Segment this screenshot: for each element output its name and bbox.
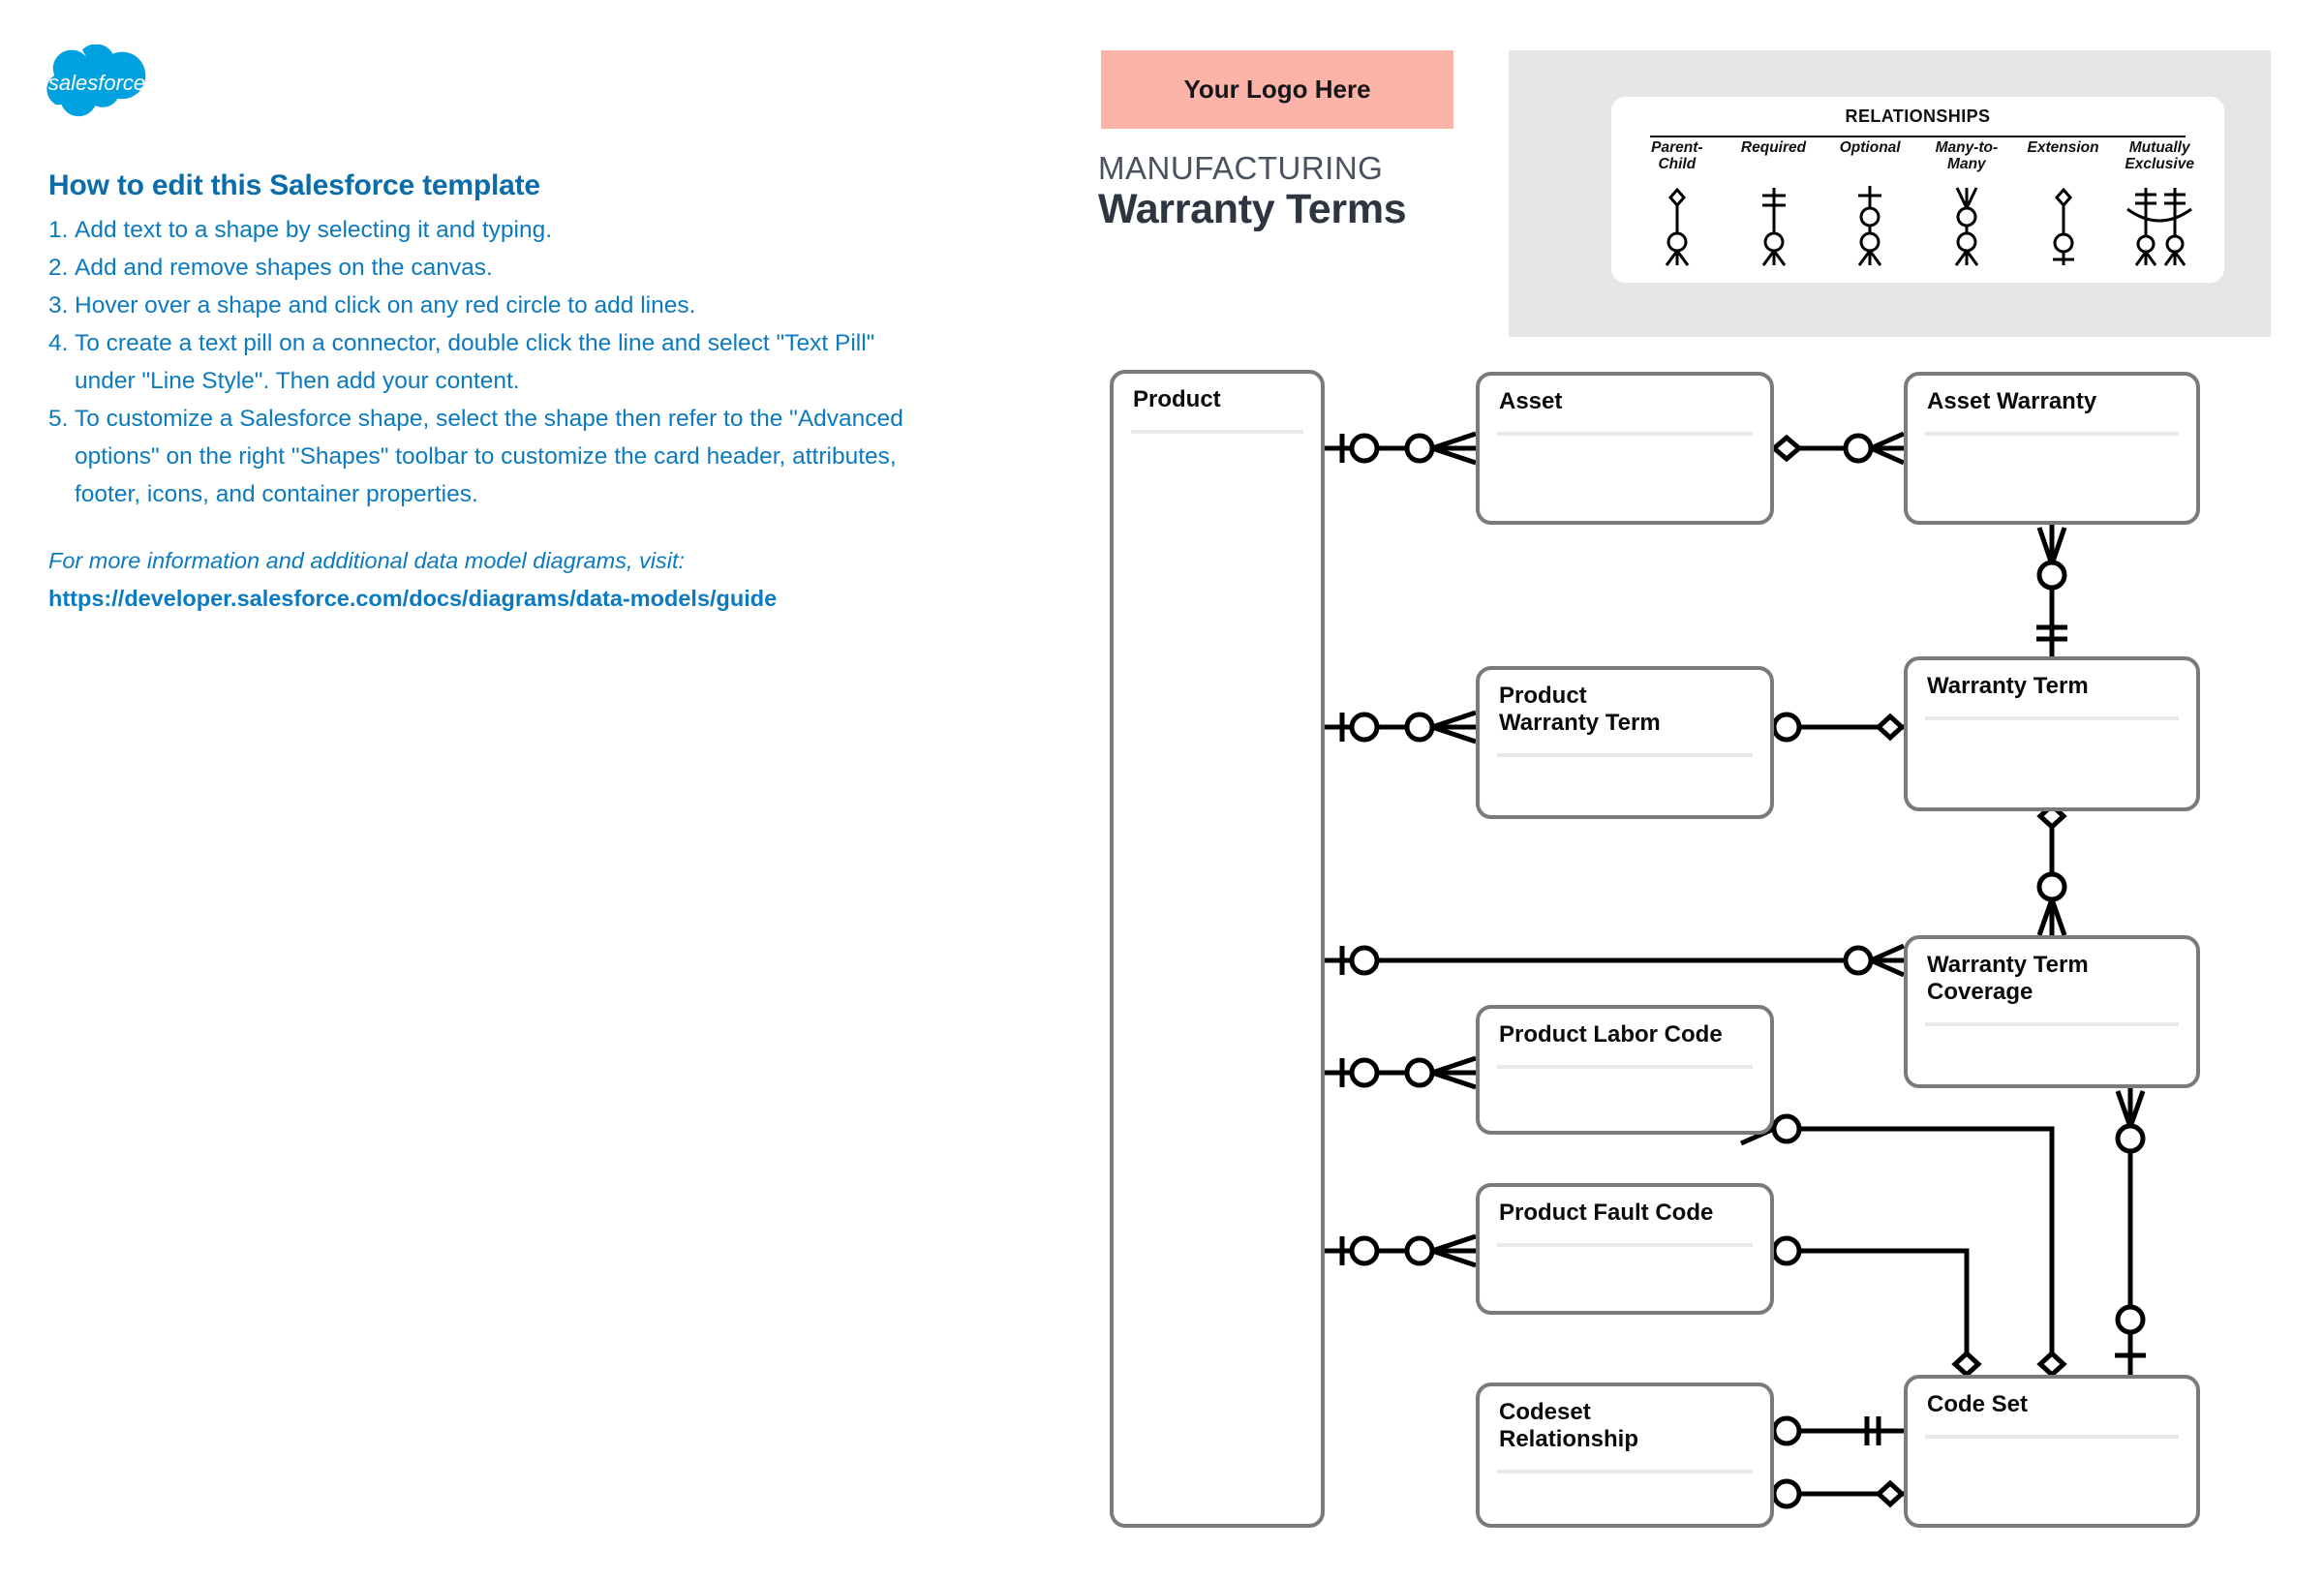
many-to-many-glyph-icon (1918, 184, 2015, 267)
entity-asset-warranty[interactable]: Asset Warranty (1904, 372, 2200, 525)
entity-title: Product Labor Code (1499, 1021, 1723, 1048)
step-number: 2. (48, 255, 69, 281)
legend-label: Extension (2027, 139, 2099, 156)
optional-glyph-icon (1821, 184, 1918, 267)
list-item: 1. Add text to a shape by selecting it a… (48, 211, 930, 249)
step-number: 5. (48, 406, 69, 432)
entity-divider (1131, 430, 1303, 434)
legend-item-many-to-many: Many-to- Many (1918, 139, 2015, 281)
entity-title: Code Set (1927, 1391, 2029, 1417)
step-text: Hover over a shape and click on any red … (75, 292, 696, 319)
step-number: 1. (48, 217, 69, 243)
step-number: 4. (48, 330, 69, 356)
entity-title: Asset (1499, 388, 1563, 414)
entity-asset[interactable]: Asset (1476, 372, 1774, 525)
svg-text:salesforce: salesforce (48, 71, 145, 95)
parent-child-glyph-icon (1629, 184, 1726, 267)
footer-italic-text: For more information and additional data… (48, 548, 686, 573)
entity-warranty-term-coverage[interactable]: Warranty Term Coverage (1904, 935, 2200, 1088)
howto-steps-list: 1. Add text to a shape by selecting it a… (48, 211, 930, 513)
logo-placeholder-box[interactable]: Your Logo Here (1101, 50, 1453, 129)
legend-item-extension: Extension (2015, 139, 2112, 281)
step-text: Add and remove shapes on the canvas. (75, 255, 493, 281)
entity-divider (1925, 1435, 2179, 1439)
page-title: How to edit this Salesforce template (48, 169, 540, 201)
step-number: 3. (48, 292, 69, 319)
salesforce-cloud-logo: salesforce (45, 45, 149, 122)
entity-warranty-term[interactable]: Warranty Term (1904, 656, 2200, 811)
entity-product-fault-code[interactable]: Product Fault Code (1476, 1183, 1774, 1315)
header-kicker: MANUFACTURING (1098, 150, 1384, 186)
entity-title: Codeset Relationship (1499, 1399, 1639, 1452)
legend-label: Many-to- Many (1935, 139, 1999, 172)
instructions-panel: salesforce How to edit this Salesforce t… (0, 0, 968, 678)
legend-label: Mutually Exclusive (2125, 139, 2194, 172)
relationships-legend: RELATIONSHIPS Parent- Child Requi (1611, 97, 2224, 283)
entity-product-labor-code[interactable]: Product Labor Code (1476, 1005, 1774, 1135)
required-glyph-icon (1726, 184, 1822, 267)
entity-divider (1925, 716, 2179, 720)
list-item: 3. Hover over a shape and click on any r… (48, 287, 930, 324)
entity-product-warranty-term[interactable]: Product Warranty Term (1476, 666, 1774, 819)
entity-product[interactable]: Product (1110, 370, 1325, 1528)
list-item: 5. To customize a Salesforce shape, sele… (48, 400, 930, 513)
mutually-exclusive-glyph-icon (2111, 184, 2208, 267)
logo-placeholder-text: Your Logo Here (1183, 75, 1371, 104)
step-text: To create a text pill on a connector, do… (75, 330, 875, 394)
entity-divider (1497, 1065, 1753, 1069)
entity-title: Product (1133, 386, 1221, 412)
entity-divider (1925, 1022, 2179, 1026)
legend-item-optional: Optional (1821, 139, 1918, 281)
header-title: Warranty Terms (1098, 186, 1407, 232)
list-item: 4. To create a text pill on a connector,… (48, 324, 930, 400)
extension-glyph-icon (2015, 184, 2112, 267)
list-item: 2. Add and remove shapes on the canvas. (48, 249, 930, 287)
entity-title: Product Warranty Term (1499, 683, 1661, 736)
legend-item-mutually-exclusive: Mutually Exclusive (2111, 139, 2208, 281)
step-text: Add text to a shape by selecting it and … (75, 217, 553, 243)
legend-item-required: Required (1726, 139, 1822, 281)
entity-divider (1497, 1243, 1753, 1247)
legend-label: Required (1740, 139, 1807, 156)
entity-title: Warranty Term Coverage (1927, 952, 2089, 1005)
entity-divider (1925, 432, 2179, 436)
developer-docs-link[interactable]: https://developer.salesforce.com/docs/di… (48, 586, 778, 611)
legend-item-parent-child: Parent- Child (1629, 139, 1726, 281)
legend-label: Optional (1839, 139, 1901, 156)
entity-code-set[interactable]: Code Set (1904, 1375, 2200, 1528)
entity-divider (1497, 1470, 1753, 1474)
entity-divider (1497, 753, 1753, 757)
legend-label: Parent- Child (1651, 139, 1703, 172)
footer-note: For more information and additional data… (48, 542, 949, 618)
step-text: To customize a Salesforce shape, select … (75, 406, 903, 507)
legend-divider (1650, 136, 2186, 137)
entity-title: Asset Warranty (1927, 388, 2097, 414)
entity-codeset-relationship[interactable]: Codeset Relationship (1476, 1382, 1774, 1528)
entity-title: Warranty Term (1927, 673, 2089, 699)
entity-title: Product Fault Code (1499, 1200, 1714, 1226)
legend-title: RELATIONSHIPS (1845, 106, 1991, 126)
legend-items: Parent- Child Required (1629, 139, 2208, 281)
entity-divider (1497, 432, 1753, 436)
